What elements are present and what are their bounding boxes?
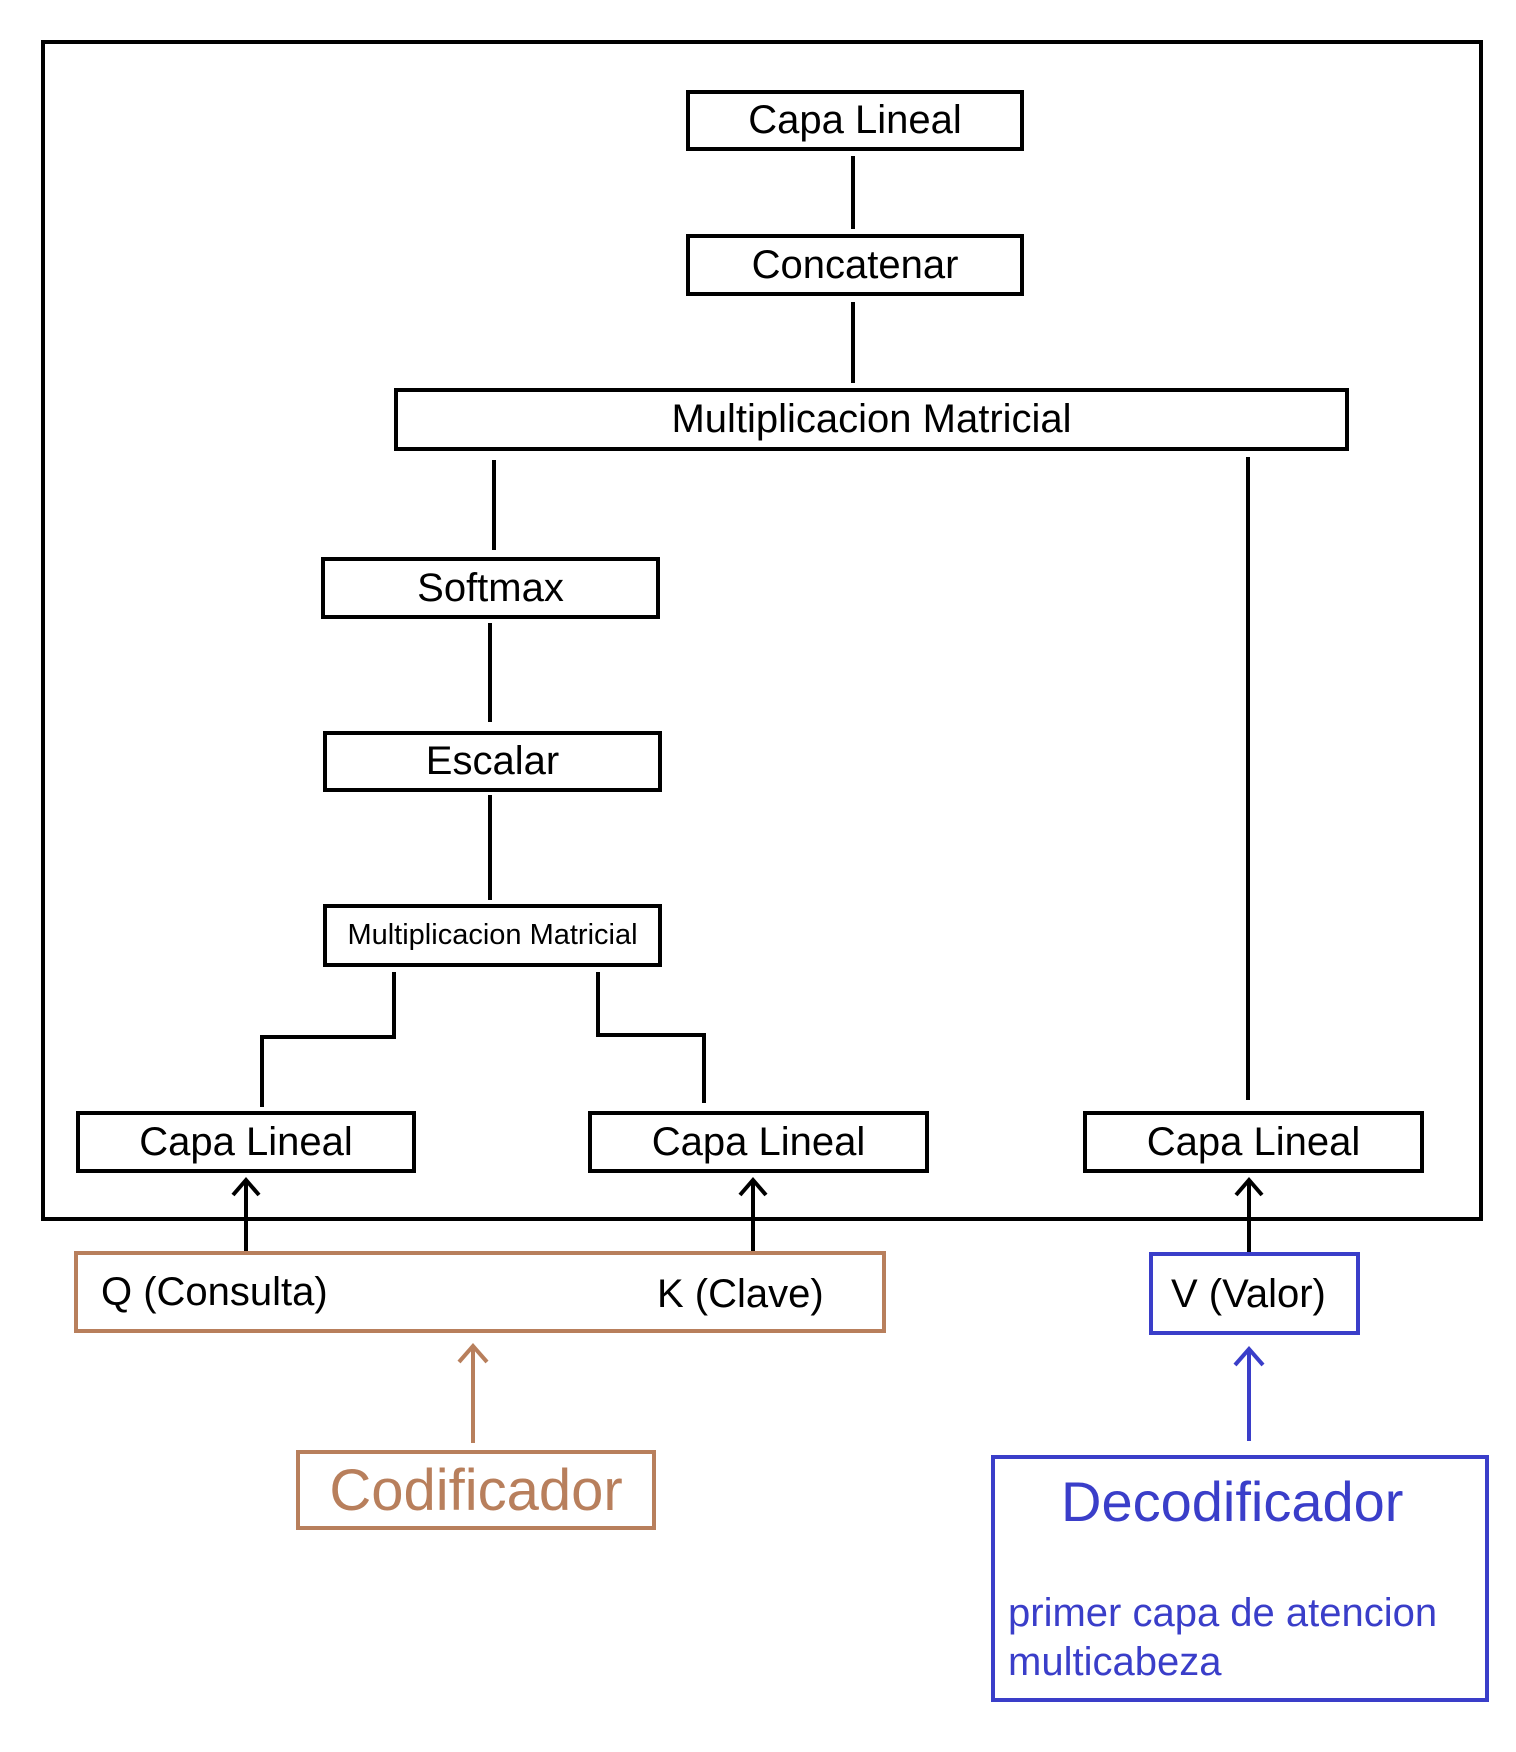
arrow-v-head: [1234, 1176, 1264, 1197]
decoder-input-box: [1149, 1252, 1360, 1335]
arrow-k-head: [738, 1176, 768, 1197]
softmax-block: Softmax: [321, 557, 660, 619]
key-label: K (Clave): [657, 1272, 824, 1316]
connector-matmul-linear-q: [260, 972, 396, 1107]
decoder-box: [991, 1455, 1489, 1702]
connector-matmul-linear-k: [596, 972, 706, 1103]
decoder-title: Decodificador: [1061, 1470, 1404, 1533]
arrow-q-head: [231, 1176, 261, 1197]
value-label: V (Valor): [1171, 1272, 1326, 1316]
linear-layer-q: Capa Lineal: [76, 1111, 416, 1173]
arrow-decoder-head: [1233, 1345, 1265, 1367]
linear-layer-v: Capa Lineal: [1083, 1111, 1424, 1173]
arrow-encoder-head: [457, 1342, 489, 1364]
encoder-box: Codificador: [296, 1450, 656, 1530]
query-label: Q (Consulta): [101, 1270, 328, 1314]
encoder-inputs-box: [74, 1251, 886, 1333]
concatenate-block: Concatenar: [686, 234, 1024, 296]
matmul-bottom-block: Multiplicacion Matricial: [323, 904, 662, 967]
scale-block: Escalar: [323, 731, 662, 792]
linear-layer-k: Capa Lineal: [588, 1111, 929, 1173]
matmul-top-block: Multiplicacion Matricial: [394, 388, 1349, 451]
top-linear-layer: Capa Lineal: [686, 90, 1024, 151]
attention-frame: [41, 40, 1483, 1221]
decoder-subtitle: primer capa de atencion multicabeza: [1008, 1591, 1438, 1684]
